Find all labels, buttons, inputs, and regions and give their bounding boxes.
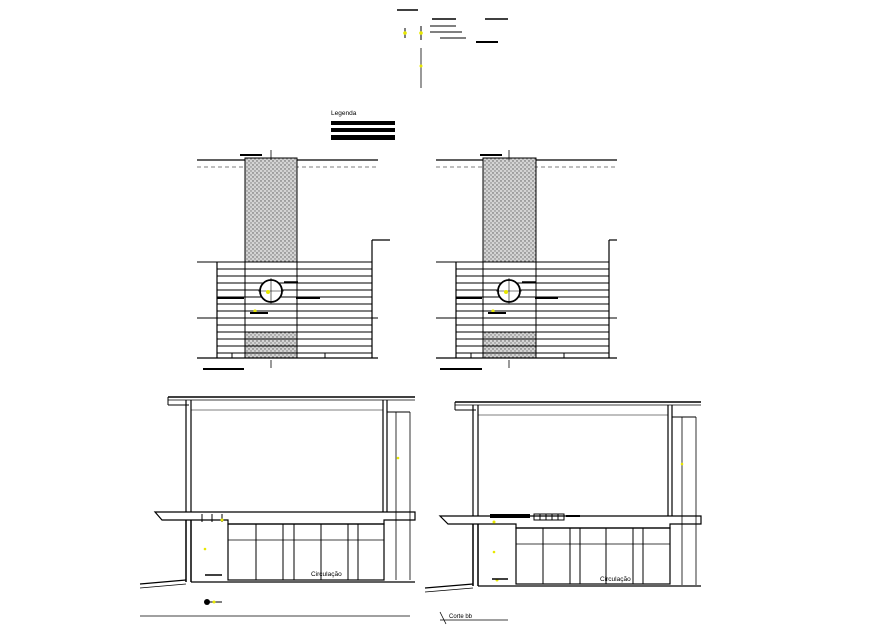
legend-bar-1	[331, 121, 395, 125]
legend-bar-2	[331, 128, 395, 132]
section-left: Circulação	[139, 396, 416, 617]
section-cut-label: Corte bb	[449, 614, 473, 620]
room-label-circulation: Circulação	[311, 571, 342, 578]
section-right: Circulação Corte bb	[424, 401, 702, 625]
legend-title: Legenda	[331, 110, 357, 117]
room-label-circulation: Circulação	[600, 576, 631, 583]
detail-right	[436, 150, 617, 370]
detail-left	[197, 150, 390, 370]
legend: Legenda	[331, 110, 395, 140]
legend-bar-3	[331, 135, 395, 140]
title-block-annotations	[397, 9, 508, 88]
